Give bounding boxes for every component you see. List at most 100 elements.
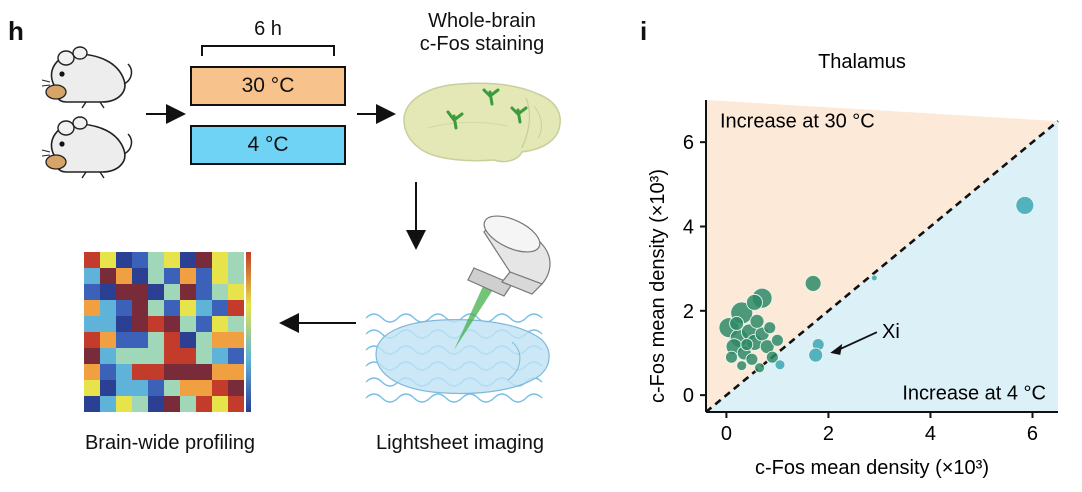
- heatmap-cell: [180, 348, 196, 364]
- heatmap-cell: [148, 348, 164, 364]
- y-tick-label: 4: [683, 216, 694, 238]
- staining-title-line-2: c-Fos staining: [419, 33, 545, 55]
- heatmap-cell: [116, 268, 132, 284]
- flow-arrows: [146, 45, 426, 333]
- heatmap-cell: [164, 300, 180, 316]
- heatmap-colorbar: [246, 252, 251, 412]
- lightsheet-illustration: [365, 215, 551, 403]
- heatmap-cell: [132, 348, 148, 364]
- heatmap-cell: [84, 252, 100, 268]
- region-lower-fill: [706, 100, 1058, 412]
- heatmap-cell: [164, 284, 180, 300]
- annotation-arrowhead: [830, 343, 843, 355]
- heatmap-cell: [164, 364, 180, 380]
- profiling-label: Brain-wide profiling: [84, 432, 256, 454]
- annotation-label: Xi: [882, 321, 900, 343]
- heatmap-cell: [228, 316, 244, 332]
- mouse-icon: [41, 46, 133, 109]
- region-upper-fill: [706, 100, 1058, 412]
- heatmap-cell: [84, 300, 100, 316]
- y-axis-label: c-Fos mean density (×10³): [647, 169, 669, 403]
- scatter-point: [736, 360, 748, 372]
- cold-condition-box: 4 °C: [190, 125, 346, 165]
- neuron-icon: [510, 106, 528, 124]
- neuron-icon: [446, 110, 464, 130]
- heatmap-cell: [84, 364, 100, 380]
- heatmap-cell: [212, 316, 228, 332]
- duration-label: 6 h: [254, 18, 282, 40]
- heatmap-cell: [196, 396, 212, 412]
- x-axis-label: c-Fos mean density (×10³): [755, 457, 989, 479]
- heatmap-cell: [148, 284, 164, 300]
- heatmap-cell: [196, 300, 212, 316]
- region-upper-label: Increase at 30 °C: [720, 110, 875, 132]
- heatmap-cell: [196, 268, 212, 284]
- heatmap-cell: [212, 348, 228, 364]
- scatter-point: [754, 362, 766, 374]
- scatter-point: [808, 347, 824, 363]
- heatmap-cell: [100, 316, 116, 332]
- imaging-label: Lightsheet imaging: [376, 432, 544, 454]
- heatmap-cell: [100, 332, 116, 348]
- heatmap-cell: [212, 300, 228, 316]
- heatmap-cell: [100, 268, 116, 284]
- heatmap-cell: [180, 380, 196, 396]
- chart-title: Thalamus: [818, 51, 906, 73]
- panel-letter-h: h: [8, 16, 24, 46]
- heatmap-cell: [116, 300, 132, 316]
- heatmap-cell: [164, 252, 180, 268]
- heatmap-cell: [164, 348, 180, 364]
- heatmap-cell: [228, 348, 244, 364]
- heatmap-cell: [84, 380, 100, 396]
- heatmap-cell: [180, 268, 196, 284]
- scatter-point: [740, 338, 754, 351]
- heatmap-cell: [116, 284, 132, 300]
- panel-letter-i: i: [640, 16, 648, 46]
- identity-line: [705, 120, 1059, 414]
- heatmap-cell: [196, 380, 212, 396]
- warm-condition-box: 30 °C: [190, 66, 346, 106]
- heatmap-cell: [148, 300, 164, 316]
- heatmap-cell: [212, 380, 228, 396]
- heatmap-cell: [228, 252, 244, 268]
- heatmap-cell: [228, 380, 244, 396]
- heatmap-cell: [212, 364, 228, 380]
- heatmap-cell: [116, 316, 132, 332]
- heatmap-cell: [180, 332, 196, 348]
- heatmap-cell: [84, 316, 100, 332]
- correlation-heatmap: [84, 252, 251, 412]
- heatmap-cell: [228, 332, 244, 348]
- heatmap-cell: [180, 284, 196, 300]
- scatter-point: [1015, 195, 1035, 215]
- x-tick-label: 6: [1027, 423, 1038, 445]
- heatmap-cell: [100, 284, 116, 300]
- heatmap-cell: [132, 396, 148, 412]
- heatmap-cell: [132, 252, 148, 268]
- heatmap-cell: [180, 396, 196, 412]
- heatmap-cell: [180, 300, 196, 316]
- objective-lens-icon: [467, 215, 551, 297]
- heatmap-cell: [132, 300, 148, 316]
- heatmap-cell: [132, 380, 148, 396]
- heatmap-cell: [212, 252, 228, 268]
- scatter-point: [725, 350, 738, 364]
- y-tick-label: 2: [683, 301, 694, 323]
- heatmap-cell: [148, 268, 164, 284]
- mouse-icon: [41, 116, 133, 179]
- heatmap-cell: [196, 316, 212, 332]
- annotation-arrow-icon: [835, 331, 878, 352]
- heatmap-cell: [164, 332, 180, 348]
- scatter-point: [749, 313, 765, 329]
- heatmap-cell: [84, 284, 100, 300]
- scatter-point: [763, 321, 777, 335]
- heatmap-cell: [116, 252, 132, 268]
- heatmap-cell: [212, 332, 228, 348]
- scatter-point: [774, 359, 786, 371]
- heatmap-cell: [116, 380, 132, 396]
- heatmap-cell: [132, 284, 148, 300]
- warm-condition-label: 30 °C: [241, 74, 295, 97]
- heatmap-cell: [132, 316, 148, 332]
- x-tick-label: 2: [823, 423, 834, 445]
- heatmap-cell: [228, 284, 244, 300]
